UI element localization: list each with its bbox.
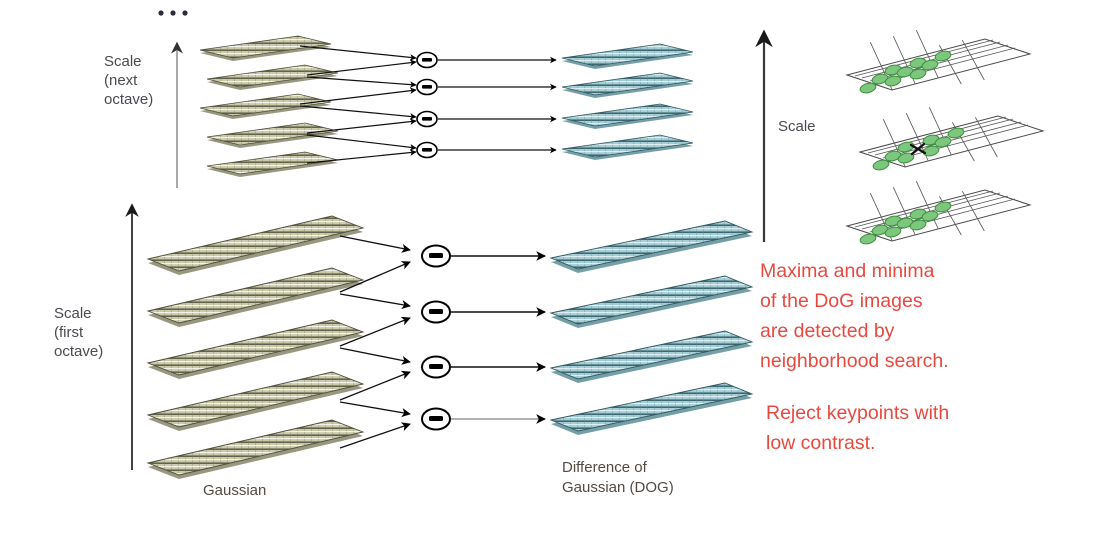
minus-operator (416, 141, 438, 159)
scale-label-next-line-1: Scale (104, 53, 142, 70)
difference-arrows-next-octave (299, 45, 417, 164)
gaussian-stack-first-octave (146, 215, 365, 479)
minus-operator (416, 78, 438, 96)
gaussian-plane (199, 93, 332, 119)
dog-plane (561, 43, 694, 69)
dog-plane (561, 72, 694, 98)
note-reject-line-1: Reject keypoints with (766, 402, 949, 424)
scale-label-first-line-1: Scale (54, 305, 92, 322)
note-reject: Reject keypoints with low contrast. (766, 402, 949, 454)
minus-operator (416, 51, 438, 69)
note-maxima-line-2: of the DoG images (760, 290, 923, 312)
gaussian-plane (146, 267, 365, 327)
dog-stack-first-octave (549, 220, 754, 435)
gaussian-caption: Gaussian (203, 482, 266, 499)
dog-caption-line-2: Gaussian (DOG) (562, 479, 674, 496)
scale-label-next-octave: Scale (next octave) (104, 53, 153, 108)
neighborhood-plane-middle (858, 107, 1045, 171)
dog-plane (561, 134, 694, 160)
dog-output-arrows-next-octave (438, 56, 557, 154)
difference-arrows-first-octave (339, 235, 411, 449)
minus-operator (416, 110, 438, 128)
note-maxima-line-1: Maxima and minima (760, 260, 935, 282)
dog-plane (561, 103, 694, 129)
gaussian-plane (146, 319, 365, 379)
minus-operator (421, 300, 451, 324)
dog-output-arrows-first-octave (451, 251, 546, 424)
scale-label-next-line-3: octave) (104, 91, 153, 108)
note-maxima-line-3: are detected by (760, 320, 895, 342)
scale-label-first-line-2: (first (54, 324, 84, 341)
gaussian-stack-next-octave (199, 35, 339, 177)
dog-plane (549, 220, 754, 273)
neighborhood-markers (872, 127, 965, 171)
note-reject-line-2: low contrast. (766, 432, 875, 454)
minus-operators-next-octave (416, 51, 438, 159)
dog-caption-line-1: Difference of (562, 459, 648, 476)
scale-label-neighborhood: Scale (778, 118, 816, 135)
dog-stack-next-octave (561, 43, 694, 160)
minus-operators-first-octave (421, 244, 451, 431)
center-candidate-x-marker (909, 142, 927, 156)
neighborhood-markers (859, 50, 952, 94)
note-maxima-line-4: neighborhood search. (760, 350, 949, 372)
dog-plane (549, 330, 754, 383)
gaussian-plane (146, 215, 365, 275)
note-maxima: Maxima and minima of the DoG images are … (760, 260, 949, 372)
gaussian-plane (146, 419, 365, 479)
scale-label-first-line-3: octave) (54, 343, 103, 360)
gaussian-plane (206, 64, 339, 90)
dog-plane (549, 382, 754, 435)
gaussian-plane (146, 371, 365, 431)
scale-label-first-octave: Scale (first octave) (54, 305, 103, 360)
minus-operator (421, 244, 451, 268)
minus-operator (421, 407, 451, 431)
dog-plane (549, 275, 754, 328)
gaussian-plane (199, 35, 332, 61)
ellipsis-dots (158, 10, 188, 16)
neighborhood-plane-bottom (845, 181, 1032, 245)
neighborhood-markers (859, 201, 952, 245)
neighborhood-plane-top (845, 30, 1032, 94)
minus-operator (421, 355, 451, 379)
gaussian-plane (206, 122, 339, 148)
scale-label-next-line-2: (next (104, 72, 138, 89)
